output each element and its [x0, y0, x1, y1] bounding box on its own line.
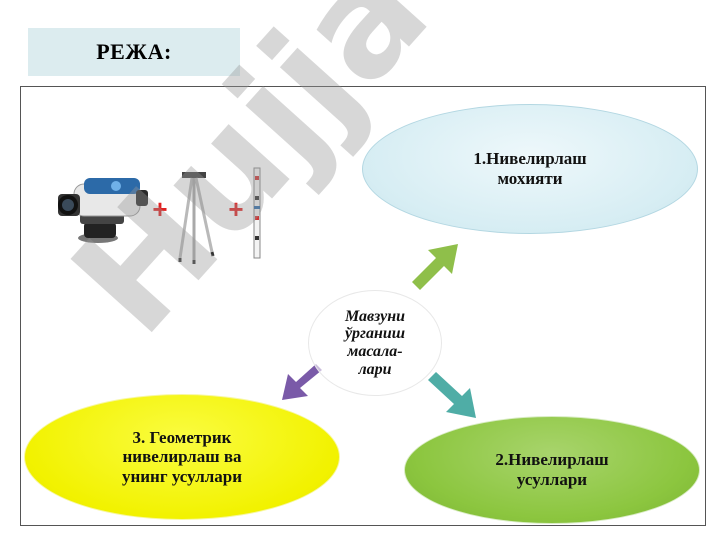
plus-sign-1: +	[152, 194, 167, 224]
level-instrument-icon	[58, 178, 148, 243]
tripod-icon	[178, 172, 215, 264]
arrow-to-topic-1	[412, 244, 458, 290]
topic-1-label: 1.Нивелирлаш мохияти	[473, 149, 587, 188]
plus-sign-2: +	[228, 194, 243, 224]
arrow-to-topic-2	[428, 372, 476, 418]
center-topic-label: Мавзуни ўрганиш масала- лари	[344, 307, 406, 378]
topic-3-label: 3. Геометрик нивелирлаш ва унинг усуллар…	[121, 427, 243, 486]
leveling-staff-icon	[253, 167, 261, 259]
page-title: РЕЖА:	[96, 39, 172, 64]
topic-2: 2.Нивелирлаш усуллари	[404, 416, 700, 524]
center-topic: Мавзуни ўрганиш масала- лари	[308, 290, 442, 396]
topic-2-label: 2.Нивелирлаш усуллари	[495, 450, 609, 489]
arrow-to-topic-3	[282, 364, 322, 400]
topic-3: 3. Геометрик нивелирлаш ва унинг усуллар…	[24, 394, 340, 520]
topic-1: 1.Нивелирлаш мохияти	[362, 104, 698, 234]
title-box: РЕЖА:	[28, 28, 240, 76]
